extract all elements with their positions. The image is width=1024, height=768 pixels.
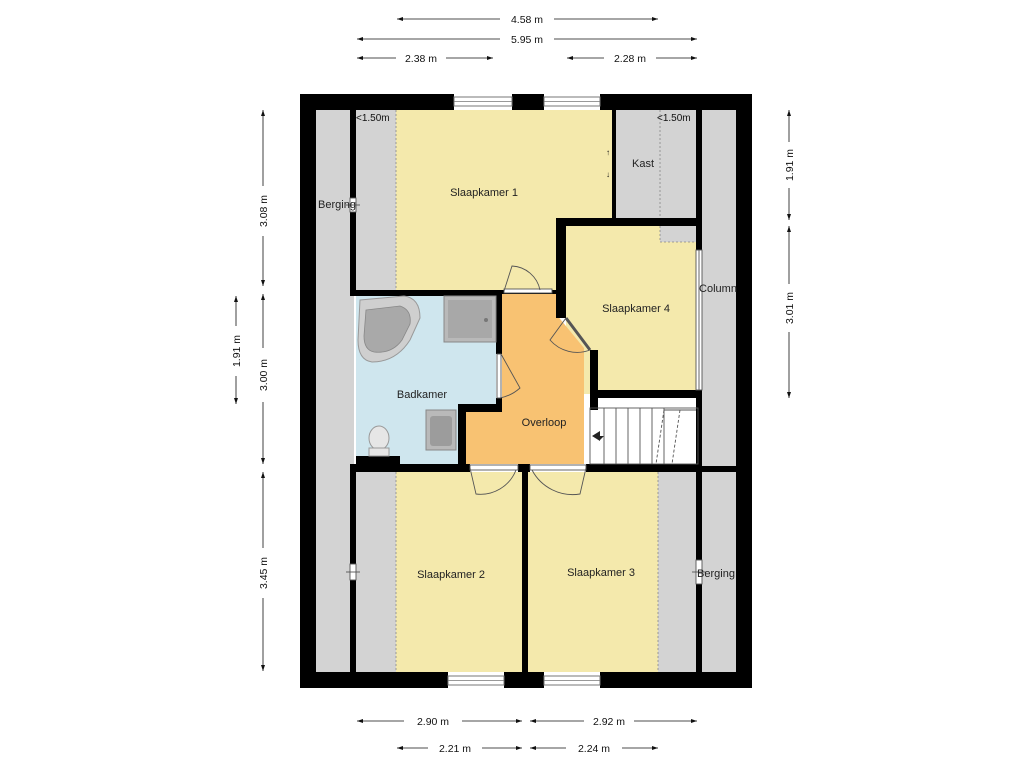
dim-left-bottom: 3.45 m — [258, 557, 270, 589]
dim-bottom-right-inner: 2.24 m — [578, 743, 610, 755]
slaapkamer-4-slope — [660, 226, 698, 242]
room-label-berging-left: Berging — [318, 199, 356, 211]
shower-icon — [443, 295, 497, 343]
dim-bottom-left-inner: 2.21 m — [439, 743, 471, 755]
sloped-area-right-top — [660, 110, 700, 218]
dim-right-middle: 3.01 m — [784, 292, 796, 324]
dim-right-top: 1.91 m — [784, 149, 796, 181]
dim-top-overall: 5.95 m — [511, 34, 543, 46]
room-label-kast: Kast — [632, 158, 654, 170]
dim-left-outer-middle: 1.91 m — [231, 335, 243, 367]
windows — [447, 96, 601, 686]
dim-bottom-right: 2.92 m — [593, 716, 625, 728]
sloped-area-right-bottom — [658, 472, 698, 672]
room-label-berging-right: Berging — [697, 568, 735, 580]
room-label-slaapkamer-3: Slaapkamer 3 — [567, 567, 635, 579]
height-note-right: <1.50m — [657, 113, 691, 124]
room-label-column: Column — [699, 283, 737, 295]
bathroom-fixtures — [357, 295, 497, 457]
berging-left-floor — [316, 110, 354, 672]
slaapkamer-4-floor — [566, 226, 698, 394]
dim-top-left: 2.38 m — [405, 53, 437, 65]
room-label-badkamer: Badkamer — [397, 389, 447, 401]
dim-left-middle: 3.00 m — [258, 359, 270, 391]
dim-top-overall-inner: 4.58 m — [511, 14, 543, 26]
room-label-slaapkamer-1: Slaapkamer 1 — [450, 187, 518, 199]
room-label-slaapkamer-2: Slaapkamer 2 — [417, 569, 485, 581]
bathtub-icon — [357, 295, 421, 363]
walls — [300, 94, 752, 688]
stairs-arrow-head — [592, 431, 600, 441]
svg-text:↑: ↑ — [606, 148, 610, 157]
dim-left-top: 3.08 m — [258, 195, 270, 227]
dim-bottom-left: 2.90 m — [417, 716, 449, 728]
berging-right-floor — [702, 110, 736, 672]
dimension-arrowheads — [234, 17, 791, 750]
room-label-overloop: Overloop — [522, 417, 567, 429]
dimension-lines — [235, 18, 790, 749]
slaapkamer-2-floor — [396, 472, 522, 672]
room-label-slaapkamer-4: Slaapkamer 4 — [602, 303, 670, 315]
toilet-icon — [368, 425, 390, 457]
doors — [346, 197, 706, 585]
stairs-floor — [590, 408, 698, 464]
sloped-area-left-top — [356, 110, 396, 290]
height-note-left: <1.50m — [356, 113, 390, 124]
svg-text:↓: ↓ — [606, 170, 610, 179]
overloop-floor — [466, 294, 584, 464]
kast-floor — [614, 110, 660, 218]
sloped-area-left-bottom — [356, 472, 396, 672]
slaapkamer-3-floor — [528, 472, 658, 672]
dim-top-right: 2.28 m — [614, 53, 646, 65]
sink-icon — [425, 409, 457, 451]
kast-arrows: ↑ ↓ — [606, 148, 610, 179]
slope-lines — [395, 110, 698, 672]
